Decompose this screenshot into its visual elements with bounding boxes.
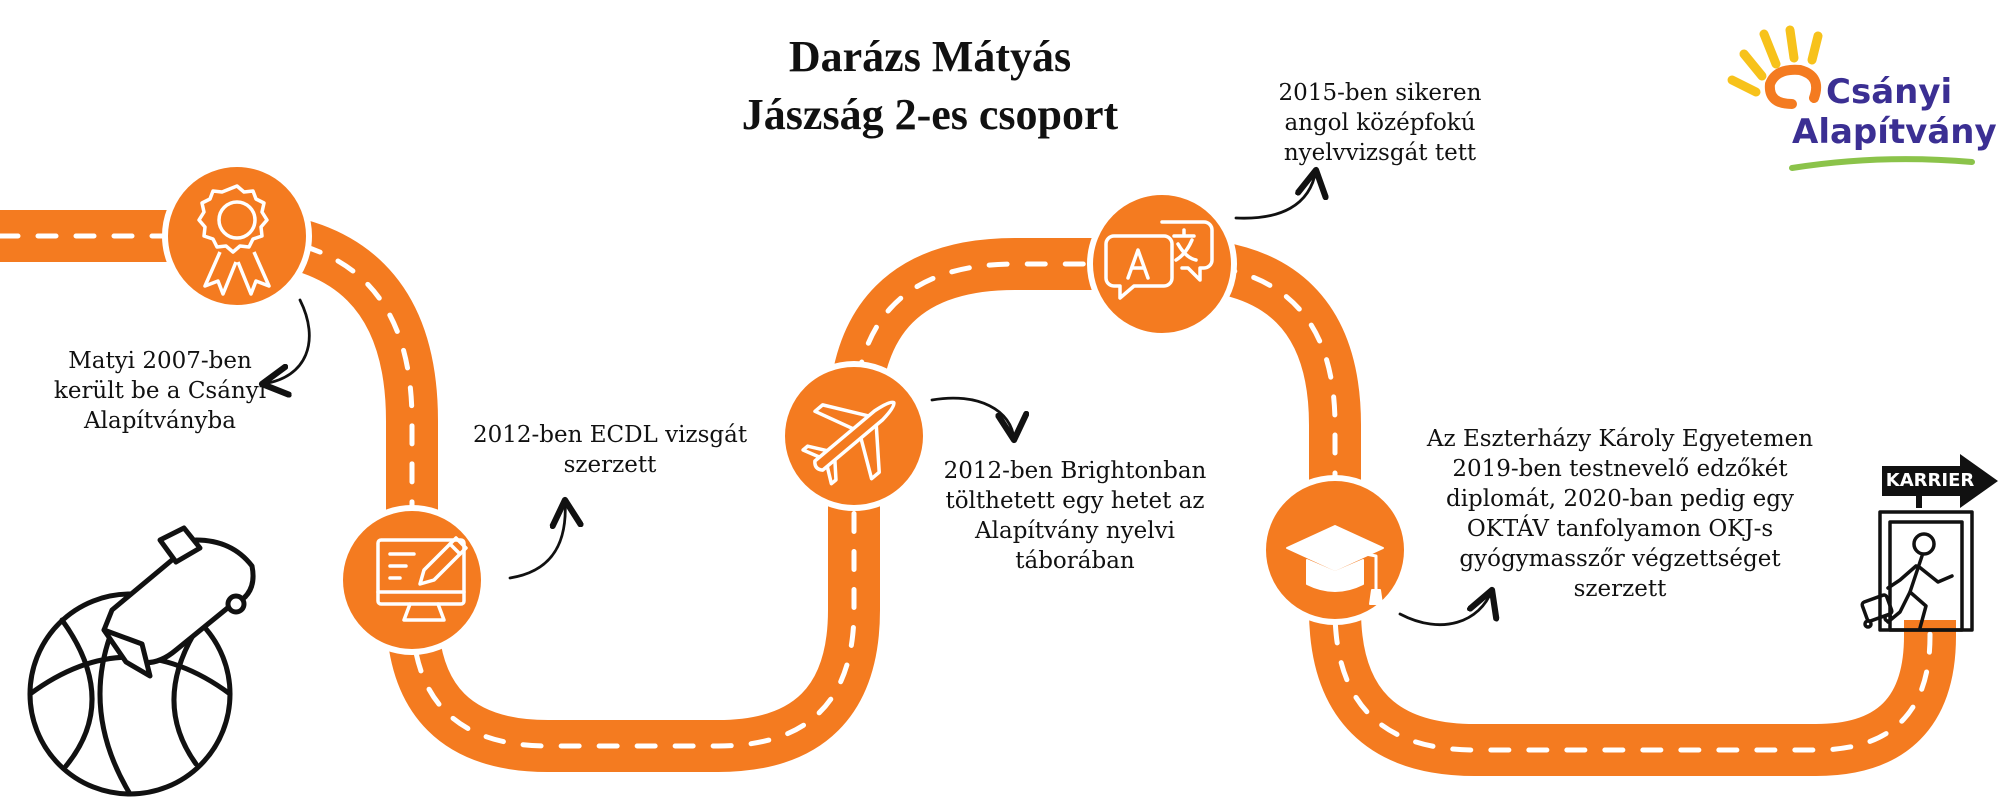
milestone-4 [1087, 189, 1237, 339]
caption-line: 2012-ben ECDL vizsgát [472, 422, 748, 448]
milestone-1-caption: Matyi 2007-ben került be a Csányi Alapít… [20, 346, 300, 436]
caption-line: Az Eszterházy Károly Egyetemen [1426, 426, 1814, 452]
logo-underline [1789, 156, 1975, 171]
milestone-5 [1260, 475, 1410, 625]
caption-line: szerzett [1573, 576, 1667, 602]
computer-certificate-icon [376, 536, 468, 622]
caption-line: Matyi 2007-ben [68, 348, 252, 374]
sign-post [1916, 496, 1922, 508]
sun-swirl [1764, 64, 1822, 109]
caption-line: Alapítványba [84, 408, 236, 434]
logo-mark [1727, 25, 1975, 171]
caption-line: 2019-ben testnevelő edzőkét [1452, 456, 1788, 482]
page-title: Darázs Mátyás [788, 32, 1072, 81]
karrier-sign [1882, 454, 1998, 508]
milestone-4-caption: 2015-ben sikeren angol középfokú nyelvvi… [1260, 78, 1500, 168]
logo-text-line1: Csányi [1826, 72, 1953, 112]
milestone-2-caption: 2012-ben ECDL vizsgát szerzett [460, 420, 760, 480]
arrow-3 [930, 396, 1014, 440]
caption-line: táborában [1015, 548, 1135, 574]
caption-line: 2012-ben Brightonban [943, 458, 1207, 484]
caption-line: nyelvvizsgát tett [1283, 140, 1477, 166]
arrow-1 [262, 298, 311, 384]
milestone-3-caption: 2012-ben Brightonban tölthetett egy hete… [930, 456, 1220, 576]
caption-line: tölthetett egy hetet az [945, 488, 1205, 514]
translation-icon [1104, 220, 1214, 300]
caption-line: Alapítvány nyelvi [975, 518, 1175, 544]
arrows [262, 170, 1492, 627]
graduation-cap-icon [1286, 525, 1384, 605]
award-ribbon-icon [197, 184, 271, 296]
arrow-2 [508, 500, 565, 580]
arrow-4 [1234, 170, 1316, 220]
karrier-label: KARRIER [1885, 470, 1975, 491]
arrow-5 [1398, 590, 1492, 627]
caption-line: 2015-ben sikeren [1278, 80, 1482, 106]
milestone-5-caption: Az Eszterházy Károly Egyetemen 2019-ben … [1410, 424, 1830, 604]
milestone-2 [337, 505, 487, 655]
caption-line: gyógymasszőr végzettséget [1459, 546, 1781, 572]
caption-line: szerzett [563, 452, 657, 478]
milestone-1 [162, 161, 312, 311]
airplane-icon [801, 400, 896, 486]
road-center-dashes [0, 233, 1933, 753]
karrier-arrow-shape [1882, 454, 1998, 508]
caption-line: került be a Csányi [53, 378, 267, 404]
caption-line: angol középfokú [1284, 110, 1476, 136]
exit-door-person-icon [1860, 510, 1974, 632]
sun-rays [1727, 25, 1823, 97]
caption-line: diplomát, 2020-ban pedig egy [1445, 486, 1795, 512]
caption-line: OKTÁV tanfolyamon OKJ-s [1466, 516, 1774, 542]
logo-text-line2: Alapítvány [1792, 112, 1997, 152]
milestone-3 [779, 361, 929, 511]
page-subtitle: Jászság 2-es csoport [741, 90, 1119, 139]
whistle-basketball-icon [27, 525, 256, 797]
